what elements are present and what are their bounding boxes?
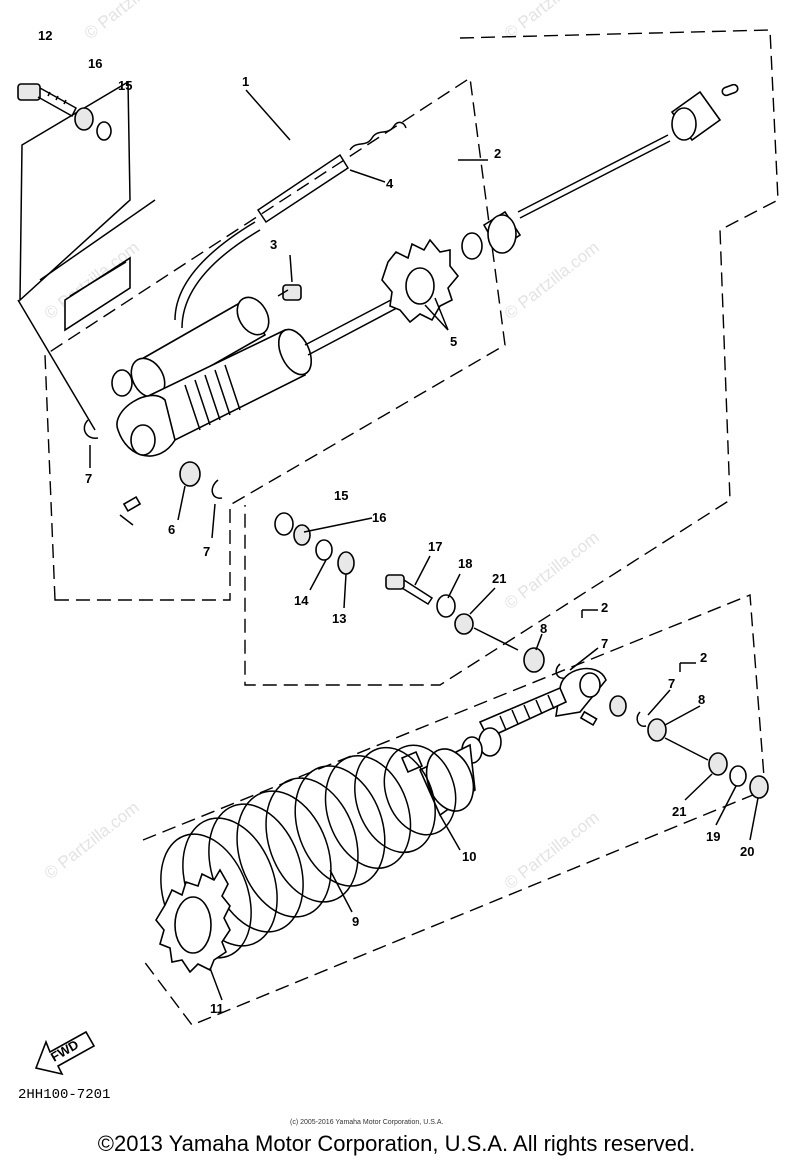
washer-18 bbox=[436, 594, 456, 618]
callout-11: 11 bbox=[210, 1001, 224, 1016]
washer-16 bbox=[74, 107, 94, 131]
rod-assembly-2 bbox=[461, 83, 739, 260]
bushing-6 bbox=[119, 461, 201, 526]
coil-spring-9 bbox=[160, 744, 457, 959]
watermark: © Partzilla.com bbox=[501, 238, 603, 324]
watermark: © Partzilla.com bbox=[501, 0, 603, 43]
drawing-code: 2HH100-7201 bbox=[18, 1087, 110, 1103]
adjuster-ring-11 bbox=[155, 868, 231, 974]
watermark: © Partzilla.com bbox=[501, 808, 603, 894]
small-copyright: (c) 2005-2016 Yamaha Motor Corporation, … bbox=[290, 1119, 443, 1126]
watermark: © Partzilla.com bbox=[81, 0, 183, 43]
nut-13 bbox=[337, 551, 355, 575]
washer-16 bbox=[293, 524, 311, 546]
lower-clevis bbox=[555, 667, 607, 727]
assembly-boundaries bbox=[17, 29, 779, 1026]
adjuster-cable-4 bbox=[174, 121, 407, 329]
callout-7: 7 bbox=[668, 676, 675, 691]
washer-14 bbox=[315, 539, 333, 561]
callout-12: 12 bbox=[38, 28, 52, 43]
label-plate bbox=[64, 256, 131, 332]
spring-seat-10 bbox=[400, 743, 476, 817]
callout-13: 13 bbox=[332, 611, 346, 626]
callout-16: 16 bbox=[372, 510, 386, 525]
callout-5: 5 bbox=[450, 334, 457, 349]
watermark: © Partzilla.com bbox=[501, 528, 603, 614]
washer-19 bbox=[729, 765, 747, 787]
bushing-8 bbox=[523, 647, 545, 673]
callout-21: 21 bbox=[492, 571, 506, 586]
callout-20: 20 bbox=[740, 844, 754, 859]
circlip-7 bbox=[83, 419, 99, 439]
callout-6: 6 bbox=[168, 522, 175, 537]
collar-21 bbox=[454, 613, 474, 635]
callout-2: 2 bbox=[601, 600, 608, 615]
callout-2: 2 bbox=[494, 146, 501, 161]
leader-lines bbox=[89, 89, 759, 1001]
nut-20 bbox=[749, 775, 769, 799]
callout-4: 4 bbox=[386, 176, 394, 191]
callout-15: 15 bbox=[118, 78, 132, 93]
callout-21: 21 bbox=[672, 804, 686, 819]
bolt-12 bbox=[17, 83, 77, 118]
callout-2: 2 bbox=[700, 650, 707, 665]
watermark: © Partzilla.com bbox=[41, 798, 143, 884]
bolt-17 bbox=[385, 574, 434, 606]
fwd-arrow: FWD bbox=[34, 1030, 96, 1076]
washer-15 bbox=[274, 512, 294, 536]
watermarks: © Partzilla.com © Partzilla.com © Partzi… bbox=[41, 0, 603, 893]
callout-7: 7 bbox=[203, 544, 210, 559]
spring-adjuster-5 bbox=[381, 238, 460, 331]
bushing-8 bbox=[647, 718, 667, 742]
callout-14: 14 bbox=[294, 593, 309, 608]
callout-10: 10 bbox=[462, 849, 476, 864]
callout-7: 7 bbox=[85, 471, 92, 486]
callout-19: 19 bbox=[706, 829, 720, 844]
circlip-7 bbox=[211, 479, 223, 499]
collar-21 bbox=[708, 752, 728, 776]
callout-8: 8 bbox=[698, 692, 705, 707]
bushing bbox=[609, 695, 627, 717]
callout-7: 7 bbox=[601, 636, 608, 651]
callout-16: 16 bbox=[88, 56, 102, 71]
callout-labels: 12 16 15 1 2 4 3 5 7 6 7 15 16 14 13 17 … bbox=[38, 28, 754, 1016]
callout-9: 9 bbox=[352, 914, 359, 929]
callout-18: 18 bbox=[458, 556, 472, 571]
circlip-7 bbox=[636, 711, 647, 727]
callout-3: 3 bbox=[270, 237, 277, 252]
washer-15 bbox=[96, 121, 112, 141]
screw-3 bbox=[277, 284, 302, 301]
callout-1: 1 bbox=[242, 74, 249, 89]
lower-shaft bbox=[461, 686, 568, 764]
callout-15: 15 bbox=[334, 488, 348, 503]
callout-17: 17 bbox=[428, 539, 442, 554]
callout-8: 8 bbox=[540, 621, 547, 636]
shock-assembly-1 bbox=[111, 287, 413, 457]
copyright-notice: ©2013 Yamaha Motor Corporation, U.S.A. A… bbox=[97, 1131, 696, 1156]
